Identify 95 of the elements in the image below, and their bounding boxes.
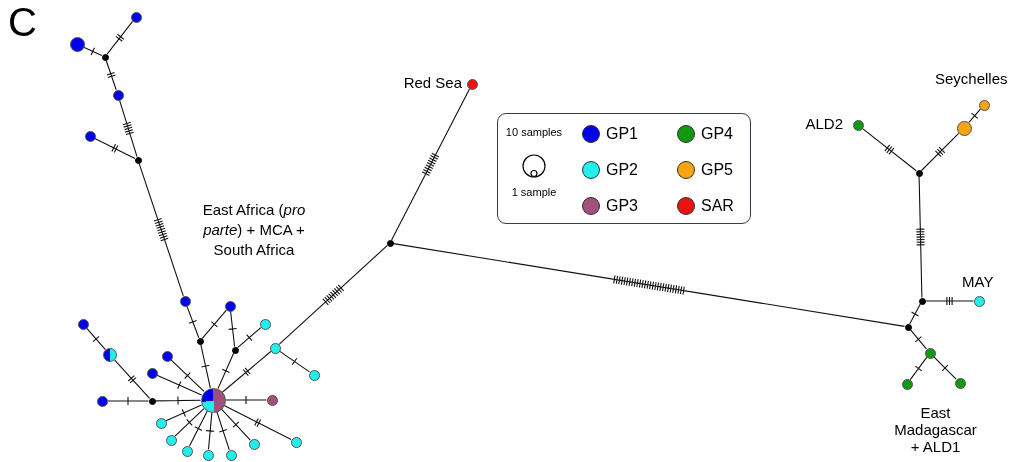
network-link [201, 309, 227, 339]
network-link [933, 356, 957, 380]
network-link [391, 88, 471, 241]
network-link [909, 329, 927, 350]
network-link [188, 410, 208, 447]
haplotype-circle [978, 99, 990, 111]
network-link [924, 296, 975, 306]
network-link [205, 411, 215, 451]
haplotype-circle [202, 449, 214, 461]
haplotype-circle [266, 394, 278, 406]
network-link [278, 350, 311, 373]
network-link [220, 408, 251, 441]
region-label: East Madagascar + ALD1 [893, 404, 978, 455]
network-link [119, 99, 138, 158]
haplotype-circle [259, 318, 271, 330]
network-link [106, 20, 134, 55]
haplotype-circle [96, 395, 108, 407]
haplotype-circle [924, 347, 936, 359]
network-link [217, 352, 235, 390]
haplotype-circle [973, 295, 985, 307]
median-vector-dot [196, 337, 204, 345]
network-link [920, 132, 960, 172]
network-link [138, 162, 184, 297]
legend-label: GP3 [606, 197, 638, 215]
haplotype-circle [290, 436, 302, 448]
region-label: MAY [962, 273, 994, 290]
network-link [83, 46, 103, 57]
network-link [222, 350, 272, 393]
legend-label: GP1 [606, 125, 638, 143]
network-link [224, 395, 268, 405]
network-link [909, 303, 921, 325]
haplotype-circle [130, 11, 142, 23]
network-link [106, 396, 150, 406]
network-link [968, 108, 981, 123]
haplotype-circle [901, 378, 913, 390]
haplotype-circle [269, 342, 281, 354]
legend-label: GP5 [701, 161, 733, 179]
haplotype-circle [165, 434, 177, 446]
haplotype-pie [200, 387, 226, 413]
haplotype-circle [77, 318, 89, 330]
network-link [165, 404, 203, 422]
median-vector-dot [915, 169, 923, 177]
haplotype-circle [155, 417, 167, 429]
network-link [186, 305, 200, 339]
network-link [915, 175, 926, 299]
network-link [114, 359, 151, 399]
haplotype-circle [248, 438, 260, 450]
network-link [278, 244, 388, 345]
haplotype-circle [103, 348, 117, 362]
network-link [156, 374, 203, 396]
median-vector-dot [231, 346, 239, 354]
legend-label: GP4 [701, 125, 733, 143]
network-link [216, 411, 230, 451]
haplotype-circle [954, 377, 966, 389]
network-link [223, 405, 292, 441]
scale-label: 10 samples [505, 126, 563, 138]
panel-letter: C [8, 0, 37, 45]
region-label: Red Sea [403, 74, 462, 91]
network-link [228, 310, 238, 348]
haplotype-circle [112, 89, 124, 101]
haplotype-circle [956, 120, 972, 136]
haplotype-circle [852, 119, 864, 131]
haplotype-circle [308, 369, 320, 381]
network-link [170, 359, 205, 392]
region-label: ALD2 [805, 115, 843, 132]
median-vector-dot [101, 53, 109, 61]
network-link [174, 408, 205, 437]
legend-label: SAR [701, 197, 734, 215]
haplotype-circle [181, 445, 193, 457]
median-vector-dot [148, 397, 156, 405]
network-link [909, 356, 928, 381]
haplotype-circle [179, 295, 191, 307]
median-vector-dot [918, 297, 926, 305]
median-vector-dot [904, 323, 912, 331]
network-link [86, 327, 106, 351]
network-link [861, 127, 917, 172]
haplotype-circle [84, 130, 96, 142]
scale-label: 1 sample [511, 186, 557, 198]
network-link [94, 137, 136, 159]
network-link [392, 243, 906, 327]
median-vector-dot [386, 239, 394, 247]
haplotype-circle [161, 350, 173, 362]
haplotype-circle [146, 367, 158, 379]
region-label: Seychelles [935, 70, 1008, 87]
haplotype-circle [224, 300, 236, 312]
network-link [105, 59, 117, 91]
haplotype-circle [225, 449, 237, 461]
network-link [200, 343, 211, 389]
median-vector-dot [134, 156, 142, 164]
region-label: East Africa (pro parte) + MCA + South Africa [201, 200, 307, 260]
haplotype-circle [466, 78, 478, 90]
network-link [237, 327, 262, 349]
haplotype-circle [69, 36, 85, 52]
legend-label: GP2 [606, 161, 638, 179]
network-link [154, 396, 202, 406]
